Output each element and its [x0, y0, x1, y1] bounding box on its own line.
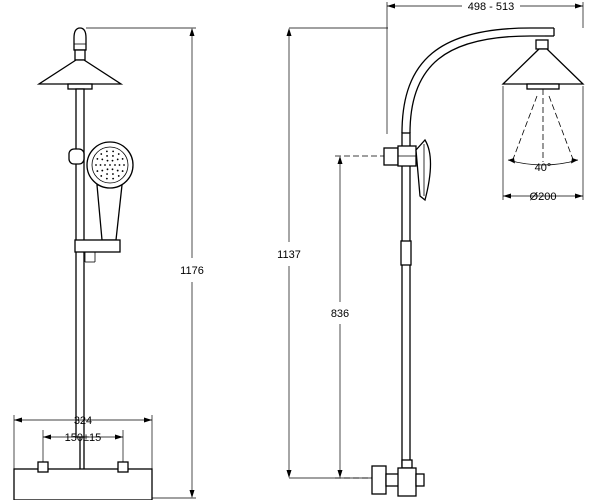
front-height-label: 1176 — [180, 265, 204, 277]
nozzle-dot — [121, 158, 124, 160]
front-width-dimension: 324 — [13, 415, 153, 469]
side-height-dimension: 1137 — [277, 27, 388, 479]
reach-label: 498 - 513 — [468, 1, 514, 13]
nozzle-dot — [101, 169, 104, 172]
diameter-label: Ø200 — [530, 191, 557, 203]
nozzle-dot — [106, 155, 108, 157]
nozzle-dot — [116, 169, 119, 172]
nozzle-dot — [105, 150, 108, 153]
front-hand-shower-holder — [68, 148, 85, 165]
front-hand-shower — [86, 141, 134, 241]
front-inlet-spacing-label: 150±15 — [65, 432, 102, 444]
side-reach-dimension: 498 - 513 — [386, 1, 584, 134]
side-hand-shower — [415, 138, 432, 202]
front-overhead-shower-head — [36, 49, 124, 90]
side-riser-pipe — [400, 132, 412, 467]
side-curved-arm — [401, 27, 555, 134]
nozzle-dot — [100, 153, 103, 155]
nozzle-dot — [117, 175, 120, 177]
side-overhead-shower-head — [501, 39, 585, 90]
front-slider-clamp — [74, 239, 121, 263]
nozzle-dot — [112, 177, 115, 180]
front-inlet-spacing-dimension: 150±15 — [42, 430, 124, 462]
bracket-height-label: 836 — [331, 308, 349, 320]
side-upper-wall-bracket — [383, 145, 417, 167]
nozzle-dot — [118, 164, 121, 166]
nozzle-dot — [106, 173, 108, 175]
nozzle-dot — [114, 164, 116, 166]
nozzle-dot — [111, 159, 114, 162]
nozzle-dot — [96, 158, 99, 160]
nozzle-dot — [104, 164, 106, 166]
side-spray-angle: 40° — [507, 89, 579, 174]
nozzle-dot — [123, 164, 125, 166]
nozzle-dot — [116, 158, 119, 161]
nozzle-dot — [117, 153, 120, 155]
spray-angle-label: 40° — [535, 162, 552, 174]
nozzle-dot — [112, 173, 114, 175]
front-height-dimension: 1176 — [86, 27, 204, 499]
front-thermostatic-body — [13, 437, 153, 500]
nozzle-dot — [105, 177, 108, 180]
nozzle-dot — [111, 168, 114, 171]
nozzle-dot — [95, 164, 97, 166]
side-bracket-height-dimension: 836 — [331, 155, 384, 479]
nozzle-dot — [101, 158, 104, 161]
side-diameter-dimension: Ø200 — [502, 86, 584, 203]
nozzle-dot — [112, 155, 114, 157]
front-top-cap — [73, 27, 87, 51]
nozzle-dot — [106, 168, 109, 171]
side-view: 40° Ø200 498 - 513 — [277, 1, 585, 497]
nozzle-dot — [99, 164, 102, 166]
side-height-label: 1137 — [277, 249, 301, 261]
front-width-label: 324 — [74, 415, 92, 427]
side-lower-wall-bracket — [371, 459, 425, 497]
nozzle-dot — [96, 170, 99, 172]
front-riser-pipe — [75, 88, 85, 438]
hand-shower-nozzles — [95, 150, 125, 180]
nozzle-dot — [121, 170, 124, 172]
nozzle-dot — [112, 150, 115, 153]
nozzle-dot — [109, 164, 111, 166]
nozzle-dot — [100, 175, 103, 177]
nozzle-dot — [106, 159, 109, 162]
front-view: 1176 324 150±15 — [13, 27, 204, 500]
